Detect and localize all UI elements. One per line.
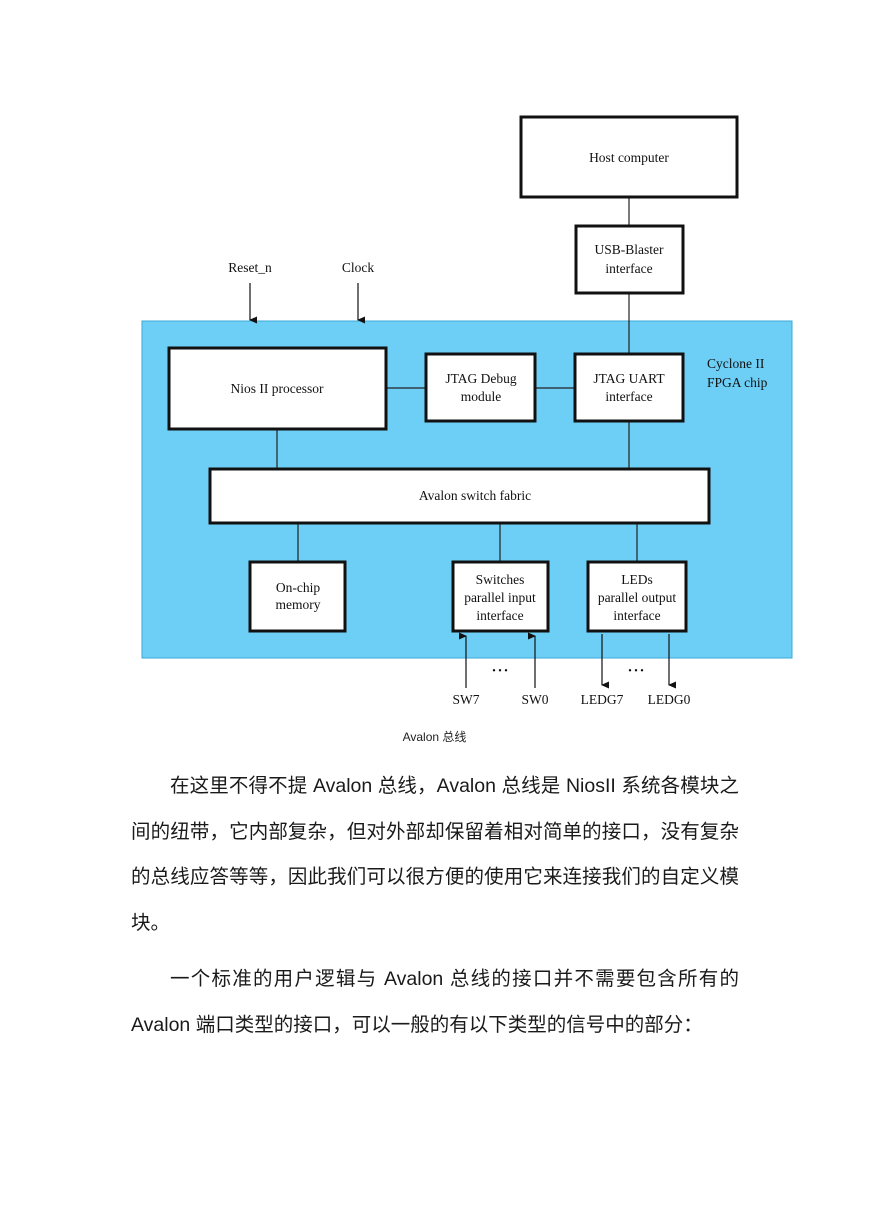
ledg7-label: LEDG7 <box>581 692 624 707</box>
ledg0-label: LEDG0 <box>648 692 691 707</box>
chip-label-2: FPGA chip <box>707 375 768 390</box>
paragraph-1: 在这里不得不提 Avalon 总线，Avalon 总线是 NiosII 系统各模… <box>131 775 739 934</box>
leds-label-3: interface <box>613 608 660 623</box>
switches-label-3: interface <box>476 608 523 623</box>
onchip-memory-block <box>248 560 347 633</box>
jtag-debug-label-2: module <box>461 389 502 404</box>
usb-blaster-label-2: interface <box>605 261 652 276</box>
paragraph-2: 一个标准的用户逻辑与 Avalon 总线的接口并不需要包含所有的 Avalon … <box>131 968 739 1036</box>
nios-processor-block <box>167 346 388 431</box>
connector-lines <box>276 197 638 562</box>
leds-label-1: LEDs <box>621 572 653 587</box>
switches-ellipsis: • • • <box>492 666 508 677</box>
figure-caption: Avalon 总线 <box>402 730 467 744</box>
switches-label-2: parallel input <box>464 590 536 605</box>
host-computer-block <box>519 115 739 199</box>
onchip-memory-label-2: memory <box>276 597 321 612</box>
leds-label-2: parallel output <box>598 590 677 605</box>
nios-processor-label: Nios II processor <box>231 381 324 396</box>
sw7-label: SW7 <box>453 692 480 707</box>
avalon-fabric-label: Avalon switch fabric <box>419 488 531 503</box>
jtag-uart-block <box>573 352 685 423</box>
switches-block <box>451 560 550 633</box>
signal-arrows <box>249 283 676 689</box>
clock-label: Clock <box>342 260 374 275</box>
switches-label-1: Switches <box>476 572 525 587</box>
jtag-uart-label-2: interface <box>605 389 652 404</box>
system-block-diagram: Host computer USB-Blaster interface Rese… <box>141 115 793 707</box>
host-computer-label: Host computer <box>589 150 669 165</box>
avalon-fabric-block <box>208 467 711 525</box>
onchip-memory-label-1: On-chip <box>276 580 320 595</box>
reset-label: Reset_n <box>228 260 272 275</box>
jtag-debug-label-1: JTAG Debug <box>445 371 517 386</box>
sw0-label: SW0 <box>522 692 549 707</box>
usb-blaster-block <box>574 224 685 295</box>
leds-ellipsis: • • • <box>628 666 644 677</box>
usb-blaster-label-1: USB-Blaster <box>595 242 665 257</box>
jtag-uart-label-1: JTAG UART <box>593 371 665 386</box>
chip-label-1: Cyclone II <box>707 356 765 371</box>
leds-block <box>586 560 688 633</box>
jtag-debug-block <box>424 352 537 423</box>
